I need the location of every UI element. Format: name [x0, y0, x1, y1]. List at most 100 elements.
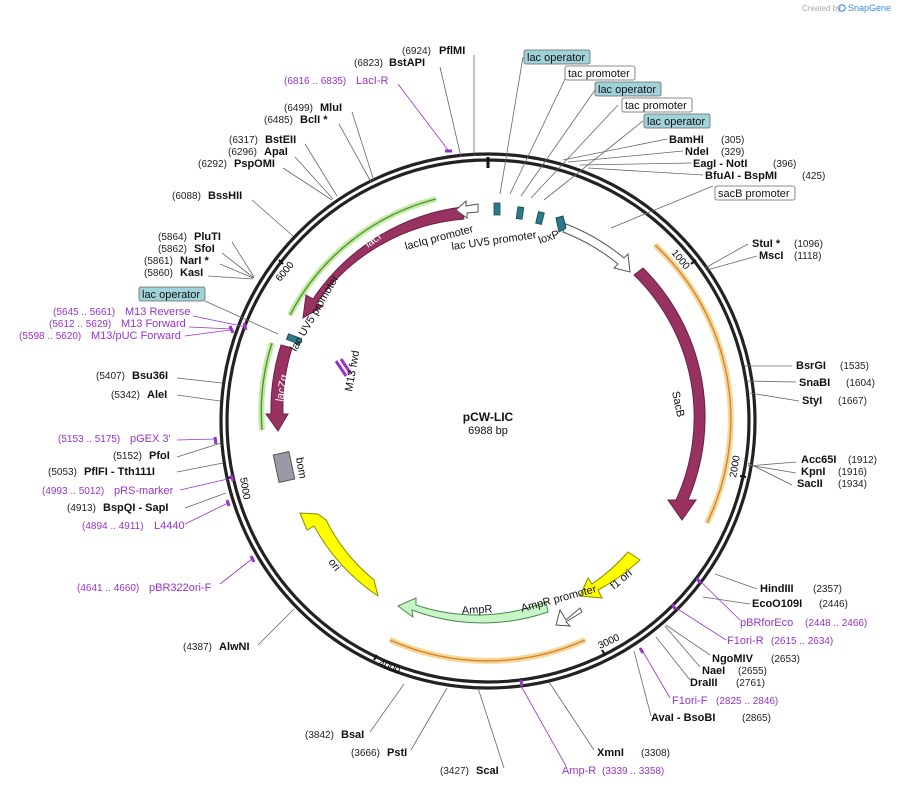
enzyme-name-sfoi[interactable]: SfoI: [194, 243, 215, 255]
operator-mark-2[interactable]: [515, 206, 525, 220]
enzyme-name-kasi[interactable]: KasI: [180, 267, 203, 279]
enzyme-name-eagi[interactable]: EagI - NotI: [693, 158, 747, 170]
enzyme-pos-scai: (3427): [440, 766, 469, 777]
lac-operator-box-left[interactable]: [138, 286, 206, 302]
operator-mark-1[interactable]: [493, 202, 501, 216]
primer-name-laci-r[interactable]: LacI-R: [356, 75, 388, 87]
sacb-feature[interactable]: SacB: [633, 267, 706, 521]
primer-name-pbr322[interactable]: pBR322ori-F: [149, 582, 212, 594]
sacb-arrow[interactable]: [633, 267, 706, 521]
lacza-arrow[interactable]: [265, 344, 293, 432]
enzyme-name-stui[interactable]: StuI *: [752, 238, 781, 250]
lac-operator-box-2[interactable]: [594, 81, 662, 97]
enzyme-name-alei[interactable]: AleI: [147, 389, 167, 401]
loxp-marker[interactable]: [555, 215, 567, 233]
snapgene-logo-icon: [838, 4, 846, 12]
lac-operator-box-3[interactable]: [643, 113, 711, 129]
enzyme-name-pspomi[interactable]: PspOMI: [234, 158, 275, 170]
promoter-sacb[interactable]: [562, 223, 631, 273]
enzyme-name-psti[interactable]: PstI: [387, 747, 407, 759]
primer-labels[interactable]: (6816 .. 6835) LacI-R (5645 .. 5661) M13…: [19, 75, 867, 777]
enzyme-name-kpni[interactable]: KpnI: [801, 466, 825, 478]
enzyme-name-sacii[interactable]: SacII: [797, 478, 823, 490]
enzyme-name-avai[interactable]: AvaI - BsoBI: [651, 712, 715, 724]
enzyme-name-ngomiv[interactable]: NgoMIV: [712, 653, 754, 665]
enzyme-labels-right[interactable]: BamHI (305) NdeI (329) EagI - NotI (396)…: [597, 134, 877, 759]
leader-lac-operator: [204, 300, 279, 335]
enzyme-name-bsai[interactable]: BsaI: [341, 729, 364, 741]
enzyme-name-bsrgi[interactable]: BsrGI: [796, 360, 826, 372]
enzyme-name-styi[interactable]: StyI: [802, 395, 822, 407]
ampr-label: AmpR: [462, 603, 493, 617]
loxp-label: loxP: [537, 228, 561, 247]
primer-name-pbrforeco[interactable]: pBRforEco: [740, 617, 793, 629]
enzyme-name-naei[interactable]: NaeI: [702, 665, 725, 677]
enzyme-name-draiii[interactable]: DraIII: [690, 677, 718, 689]
promoter-ampr[interactable]: AmpR promoter: [520, 583, 598, 627]
sacb-promoter-box[interactable]: [714, 185, 796, 201]
tac-promoter-box-1[interactable]: [564, 65, 636, 81]
m13fwd-feature[interactable]: M13 fwd: [334, 349, 362, 393]
leader-pluti: [231, 241, 255, 278]
laciq-promoter-arrow[interactable]: [455, 199, 479, 219]
bom-feature[interactable]: bom: [272, 451, 309, 483]
enzyme-name-apai[interactable]: ApaI: [264, 146, 288, 158]
leader-hindiii: [714, 573, 758, 590]
enzyme-name-bamhi[interactable]: BamHI: [669, 134, 704, 146]
enzyme-name-nari[interactable]: NarI *: [180, 255, 209, 267]
enzyme-name-ecoo109i[interactable]: EcoO109I: [752, 598, 802, 610]
primer-name-f1ori-f[interactable]: F1ori-F: [672, 695, 708, 707]
primer-name-m13fwd[interactable]: M13 Forward: [121, 318, 186, 330]
enzyme-pos-sacii: (1934): [838, 479, 867, 490]
enzyme-name-bsshii[interactable]: BssHII: [208, 190, 242, 202]
enzyme-name-acc65i[interactable]: Acc65I: [801, 454, 836, 466]
enzyme-name-msci[interactable]: MscI: [759, 250, 783, 262]
enzyme-name-bfuai[interactable]: BfuAI - BspMI: [705, 170, 777, 182]
primer-name-m13puc[interactable]: M13/pUC Forward: [91, 330, 181, 342]
ampr-promoter-arrow[interactable]: [555, 607, 583, 627]
boxed-labels[interactable]: lac operator tac promoter lac operator t…: [138, 49, 796, 302]
ampr-feature[interactable]: AmpR: [397, 597, 549, 624]
m13fwd-marker-1[interactable]: [334, 360, 348, 377]
enzyme-name-mlui[interactable]: MluI: [320, 102, 342, 114]
enzyme-name-bsu36i[interactable]: Bsu36I: [132, 370, 168, 382]
primer-name-amp-r[interactable]: Amp-R: [562, 765, 596, 777]
primer-name-m13rev[interactable]: M13 Reverse: [125, 306, 190, 318]
lac-operator-box-1[interactable]: [523, 49, 591, 65]
leader-xmni: [548, 681, 595, 751]
ori-feature[interactable]: ori: [299, 512, 379, 598]
operator-cluster-top[interactable]: [493, 202, 545, 226]
m13fwd-marker-2[interactable]: [339, 358, 353, 375]
lacza-feature[interactable]: lacZα: [265, 344, 293, 432]
laci-arrow[interactable]: [302, 206, 465, 319]
ampr-arrow[interactable]: [397, 597, 549, 624]
tac-promoter-box-2[interactable]: [621, 97, 693, 113]
enzyme-name-alwni[interactable]: AlwNI: [219, 641, 250, 653]
f1-ori-arrow[interactable]: [579, 551, 641, 599]
primer-name-pgex[interactable]: pGEX 3': [130, 433, 171, 445]
operator-mark-left[interactable]: [285, 333, 303, 345]
enzyme-name-pfoi[interactable]: PfoI: [149, 450, 170, 462]
enzyme-name-snabi[interactable]: SnaBI: [799, 377, 830, 389]
sacb-promoter-arrow[interactable]: [562, 223, 631, 273]
enzyme-name-pluti[interactable]: PluTI: [194, 231, 221, 243]
operator-cluster-left[interactable]: lac UV5 promoter: [285, 273, 342, 354]
enzyme-name-bsteii[interactable]: BstEII: [265, 134, 296, 146]
enzyme-name-bspqi[interactable]: BspQI - SapI: [103, 502, 168, 514]
operator-mark-3[interactable]: [535, 210, 545, 226]
primer-name-prs[interactable]: pRS-marker: [114, 485, 174, 497]
enzyme-name-pflfi[interactable]: PflFI - Tth111I: [84, 466, 155, 478]
enzyme-labels-left[interactable]: (6924) PflMI (6823) BstAPI (6499) MluI (…: [48, 45, 499, 777]
primer-name-l4440[interactable]: L4440: [154, 520, 185, 532]
primer-name-f1ori-r[interactable]: F1ori-R: [727, 635, 764, 647]
enzyme-name-scai[interactable]: ScaI: [476, 765, 499, 777]
ori-arrow[interactable]: [299, 512, 379, 598]
enzyme-name-ndei[interactable]: NdeI: [685, 146, 709, 158]
enzyme-name-bstapi[interactable]: BstAPI: [389, 57, 425, 69]
enzyme-name-hindiii[interactable]: HindIII: [760, 583, 794, 595]
enzyme-name-bcli[interactable]: BclI *: [300, 114, 328, 126]
enzyme-name-xmni[interactable]: XmnI: [597, 747, 624, 759]
leader-bsai: [369, 683, 405, 733]
enzyme-name-pflmi[interactable]: PflMI: [439, 45, 465, 57]
bom-box[interactable]: [272, 451, 296, 483]
